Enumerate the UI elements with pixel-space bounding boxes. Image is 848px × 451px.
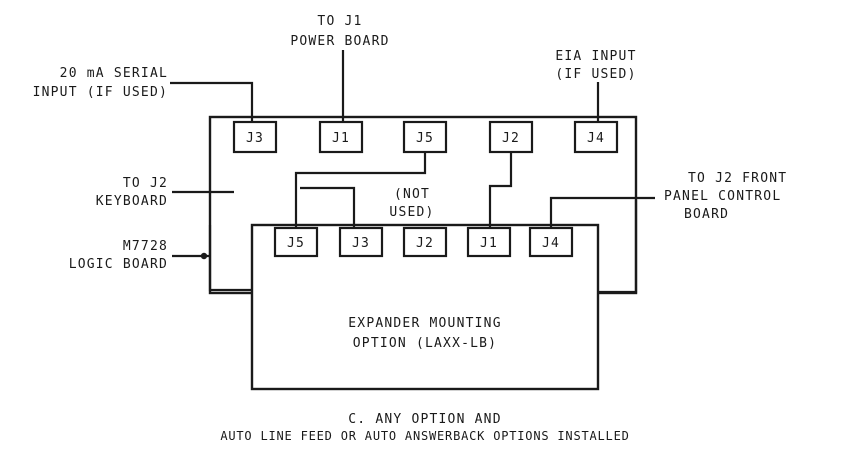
expander-connector-j5: J5 <box>273 226 319 258</box>
label-serial-line1: 20 mA SERIAL <box>60 66 168 81</box>
cable-serial-input <box>170 81 254 122</box>
cable-l-j5-to-e-j5 <box>294 152 427 228</box>
logic-connector-j4-label: J4 <box>587 131 605 146</box>
expander-connector-j2: J2 <box>402 226 448 258</box>
expander-connector-j3-label: J3 <box>352 236 370 251</box>
expander-connector-j2-label: J2 <box>416 236 434 251</box>
logic-connector-j4: J4 <box>573 120 619 154</box>
label-to-j1-line1: TO J1 <box>317 14 362 29</box>
label-eia-line1: EIA INPUT <box>555 49 636 64</box>
expander-connector-j1-label: J1 <box>480 236 498 251</box>
label-expander-line2: OPTION (LAXX-LB) <box>353 336 497 351</box>
label-to-j1-line2: POWER BOARD <box>290 34 389 49</box>
expander-connector-j1: J1 <box>466 226 512 258</box>
caption-line2: AUTO LINE FEED OR AUTO ANSWERBACK OPTION… <box>220 429 629 443</box>
label-serial-line2: INPUT (IF USED) <box>33 85 168 100</box>
cable-e-j3 <box>300 186 356 228</box>
label-expander-line1: EXPANDER MOUNTING <box>348 316 501 331</box>
label-to-j2-keyboard-line1: TO J2 <box>123 176 168 191</box>
junction-dot <box>200 252 208 260</box>
expander-connector-j3: J3 <box>338 226 384 258</box>
logic-connector-j3-label: J3 <box>246 131 264 146</box>
cable-logic-left-loop <box>208 225 252 292</box>
label-front-panel-line3: BOARD <box>684 207 729 222</box>
caption-line1: C. ANY OPTION AND <box>348 412 501 427</box>
label-not-used-line2: USED) <box>389 205 434 220</box>
label-eia-line2: (IF USED) <box>555 67 636 82</box>
logic-connector-j5: J5 <box>402 120 448 154</box>
cable-e-j4-front-panel <box>549 196 636 228</box>
logic-connector-j2-label: J2 <box>502 131 520 146</box>
expander-connector-j5-label: J5 <box>287 236 305 251</box>
expander-connector-j4: J4 <box>528 226 574 258</box>
logic-connector-j5-label: J5 <box>416 131 434 146</box>
logic-connector-j3: J3 <box>232 120 278 154</box>
label-logic-board-line2: LOGIC BOARD <box>69 257 168 272</box>
logic-connector-j1: J1 <box>318 120 364 154</box>
expander-connector-j4-label: J4 <box>542 236 560 251</box>
label-front-panel-line1: TO J2 FRONT <box>688 171 787 186</box>
logic-connector-j1-label: J1 <box>332 131 350 146</box>
label-not-used-line1: (NOT <box>394 187 430 202</box>
label-logic-board-line1: M7728 <box>123 239 168 254</box>
label-front-panel-line2: PANEL CONTROL <box>664 189 781 204</box>
logic-connector-j2: J2 <box>488 120 534 154</box>
label-to-j2-keyboard-line2: KEYBOARD <box>96 194 168 209</box>
cable-l-j2-to-e-j1 <box>488 152 513 228</box>
cable-logic-right-loop <box>598 200 638 294</box>
